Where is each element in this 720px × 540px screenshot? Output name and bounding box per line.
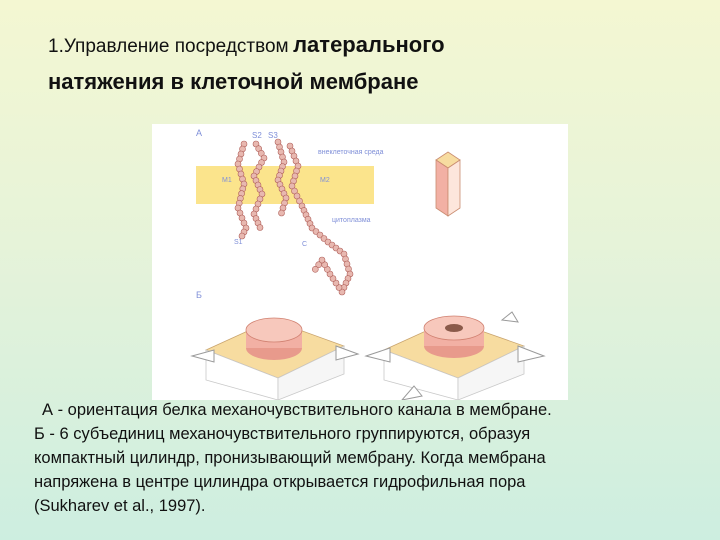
figure-image: А S2 S3 внеклеточная среда цитоплазма M1… — [152, 124, 568, 401]
protein-bead — [312, 266, 319, 273]
slide-title: 1.Управление посредством латерального на… — [48, 28, 688, 99]
protein-bead — [238, 232, 246, 240]
label-s1: S1 — [234, 239, 243, 246]
protein-bead — [338, 288, 346, 296]
caption-line-1: А - ориентация белка механочувствительно… — [42, 401, 552, 419]
label-s2: S2 — [252, 131, 262, 140]
mechanosensitive-channel-figure: А S2 S3 внеклеточная среда цитоплазма M1… — [190, 128, 546, 401]
title-regular-part: 1.Управление посредством — [48, 36, 289, 57]
label-s3: S3 — [268, 131, 278, 140]
figure-caption: А - ориентация белка механочувствительно… — [34, 398, 704, 518]
label-c: C — [302, 241, 307, 248]
panel-b-label: Б — [196, 290, 202, 300]
label-cytoplasm: цитоплазма — [332, 217, 371, 224]
caption-line-2: Б - 6 субъединиц механочувствительного г… — [34, 425, 531, 443]
panel-a-label: А — [196, 128, 202, 138]
protein-bead — [278, 209, 285, 217]
open-channel-box — [364, 311, 546, 401]
label-outer-medium: внеклеточная среда — [318, 149, 384, 156]
protein-bead — [335, 284, 343, 291]
protein-bead — [332, 279, 340, 287]
protein-bead — [329, 275, 337, 282]
closed-channel-box — [190, 317, 360, 401]
protein-bead — [318, 256, 326, 264]
caption-line-4: напряжена в центре цилиндра открывается … — [34, 473, 526, 491]
protein-bead — [315, 261, 322, 268]
title-bold-part: латерального — [293, 32, 445, 57]
title-second-line: натяжения в клеточной мембране — [48, 69, 419, 94]
caption-line-3: компактный цилиндр, пронизывающий мембра… — [34, 449, 546, 467]
protein-bead — [256, 224, 264, 231]
label-m1: M1 — [222, 177, 232, 184]
membrane-block-icon — [435, 151, 461, 217]
caption-line-5: (Sukharev et al., 1997). — [34, 497, 206, 515]
label-m2: M2 — [320, 177, 330, 184]
protein-bead-chain — [234, 138, 354, 296]
